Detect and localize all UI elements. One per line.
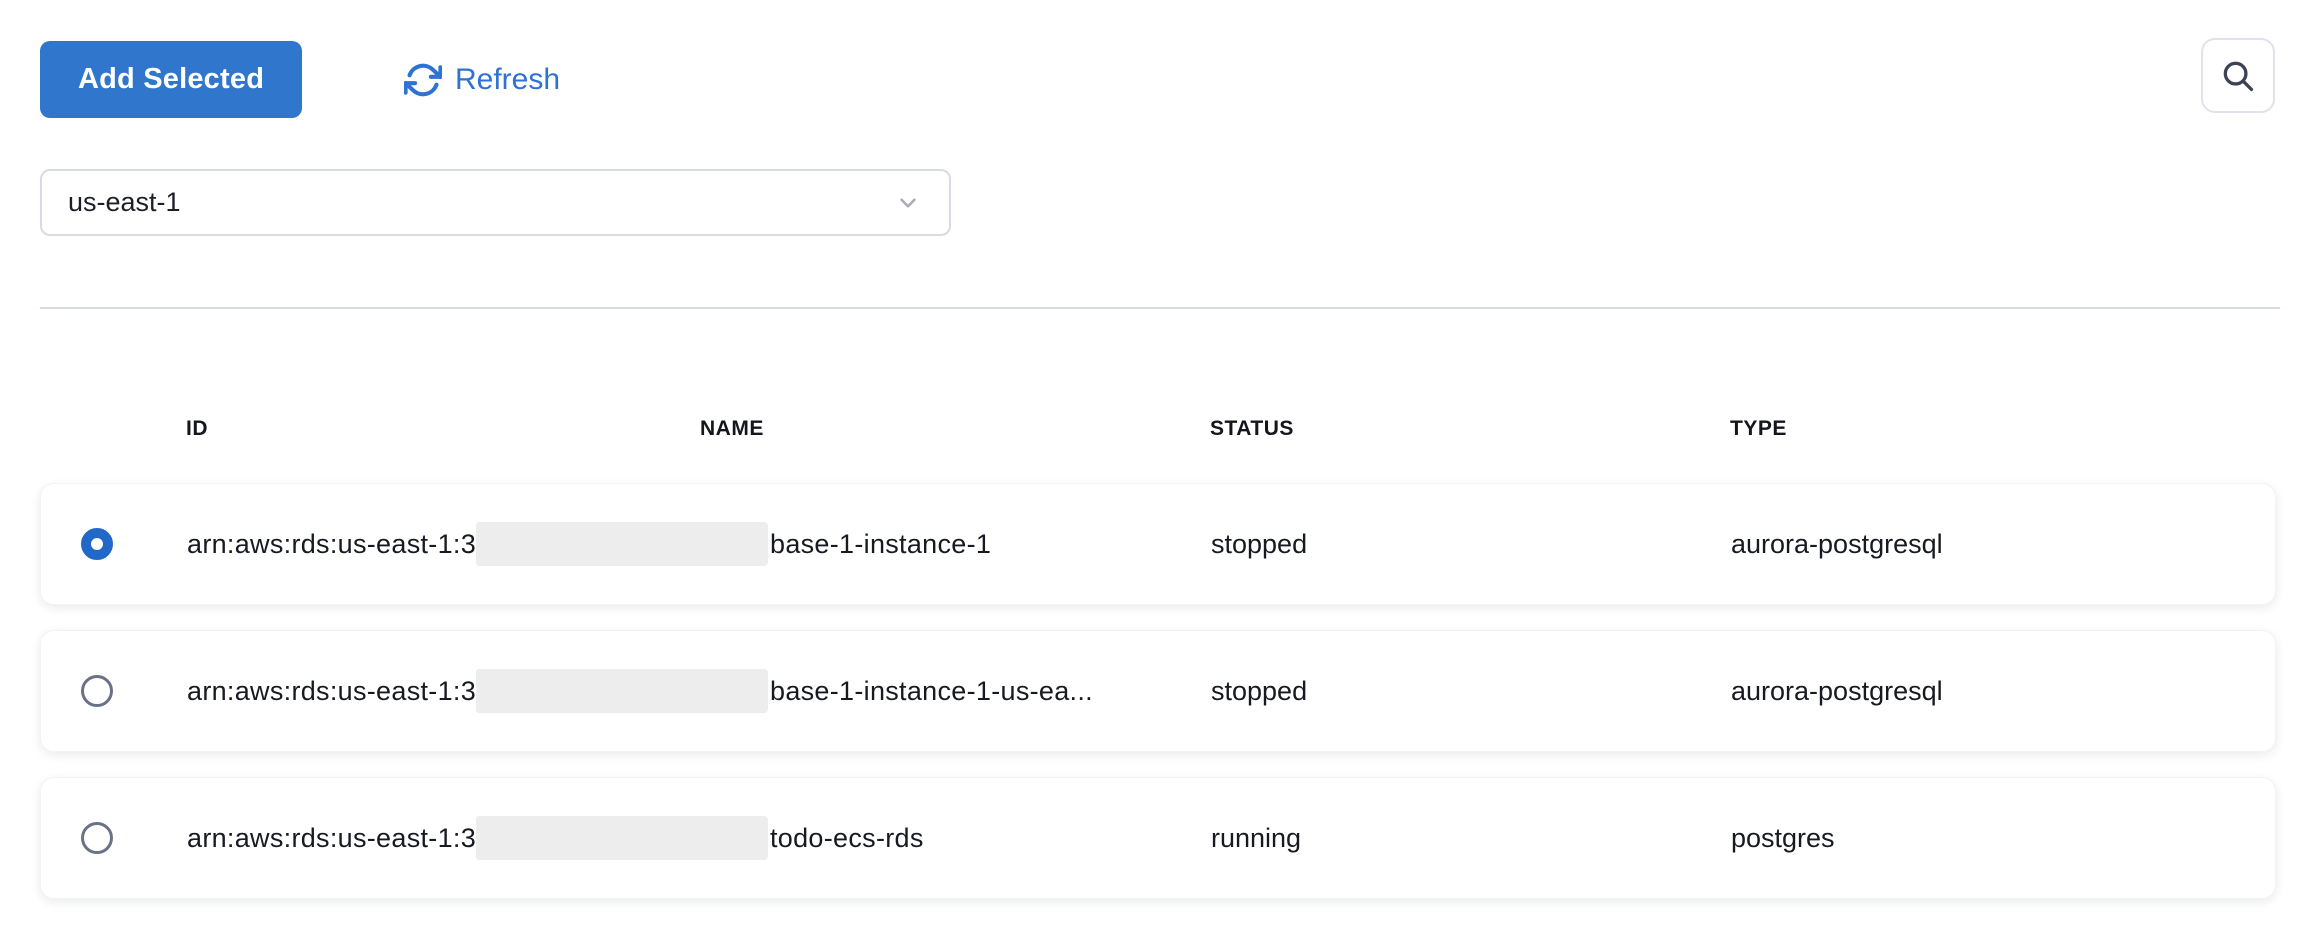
id-text: arn:aws:rds:us-east-1:3 [187,822,477,853]
column-header-id: ID [186,417,208,440]
id-text: arn:aws:rds:us-east-1:3 [187,528,477,559]
table-row[interactable]: arn:aws:rds:us-east-1:3 base-1-instance-… [40,483,2276,605]
table-row[interactable]: arn:aws:rds:us-east-1:3 todo-ecs-rds run… [40,777,2276,899]
name-text: base-1-instance-1 [770,528,992,559]
id-cell: arn:aws:rds:us-east-1:3 [187,522,701,566]
id-text: arn:aws:rds:us-east-1:3 [187,675,477,706]
redacted-id-segment [476,522,701,566]
column-header-status: STATUS [1210,417,1294,440]
name-cell: base-1-instance-1-us-ea... [701,669,1211,713]
table-header-row: ID NAME STATUS TYPE [40,405,2276,453]
region-dropdown[interactable]: us-east-1 [40,169,951,236]
row-radio-button[interactable] [81,822,113,854]
refresh-label: Refresh [455,62,561,96]
row-radio-button[interactable] [81,675,113,707]
type-cell: aurora-postgresql [1731,675,1943,706]
redacted-id-segment [476,816,701,860]
column-header-type: TYPE [1730,417,1787,440]
redacted-id-segment [476,669,701,713]
column-header-name: NAME [700,417,764,440]
status-cell: running [1211,822,1302,853]
table-row[interactable]: arn:aws:rds:us-east-1:3 base-1-instance-… [40,630,2276,752]
status-cell: stopped [1211,528,1308,559]
id-cell: arn:aws:rds:us-east-1:3 [187,816,701,860]
name-text: base-1-instance-1-us-ea... [770,675,1093,706]
region-dropdown-value: us-east-1 [68,187,181,217]
type-cell: aurora-postgresql [1731,528,1943,559]
section-divider [40,307,2280,309]
chevron-down-icon [900,197,916,208]
name-text: todo-ecs-rds [770,822,924,853]
id-cell: arn:aws:rds:us-east-1:3 [187,669,701,713]
search-icon [2223,61,2254,91]
search-button[interactable] [2201,38,2275,113]
status-cell: stopped [1211,675,1308,706]
add-selected-button[interactable]: Add Selected [40,41,303,118]
row-radio-button[interactable] [81,528,113,560]
redacted-name-segment [701,816,768,860]
redacted-name-segment [701,669,768,713]
refresh-icon [404,63,442,96]
redacted-name-segment [701,522,768,566]
name-cell: todo-ecs-rds [701,816,1211,860]
type-cell: postgres [1731,822,1835,853]
name-cell: base-1-instance-1 [701,522,1211,566]
refresh-button[interactable]: Refresh [404,41,560,118]
